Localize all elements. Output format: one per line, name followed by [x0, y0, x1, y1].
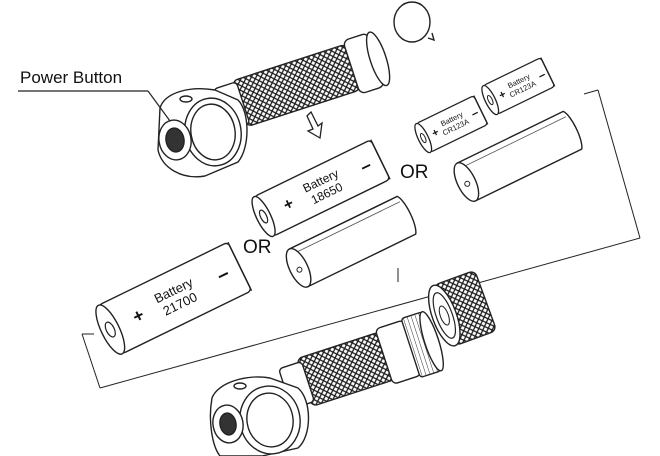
- battery-sleeve-18650: [285, 195, 417, 288]
- battery-18650: + – Battery 18650: [251, 139, 391, 238]
- rotate-arrow-icon: [393, 1, 436, 43]
- knurled-grip: [232, 44, 360, 126]
- flashlight-top: [157, 31, 391, 178]
- battery-cr123a-front-plus: +: [430, 126, 441, 140]
- or-label-1: OR: [243, 237, 272, 258]
- flashlight-head: [157, 88, 248, 178]
- power-button[interactable]: [164, 127, 186, 154]
- battery-cr123a-back-plus: +: [497, 88, 508, 102]
- battery-cr123a-front: + – Battery CR123A: [414, 95, 489, 154]
- battery-cr123a-back: + – Battery CR123A: [481, 57, 556, 116]
- power-button-label: Power Button: [20, 68, 122, 87]
- battery-options-bracket: [81, 89, 641, 389]
- or-label-2: OR: [400, 162, 429, 183]
- insert-arrow-icon: [306, 110, 323, 140]
- power-button-callout: Power Button: [18, 68, 171, 122]
- flashlight-bottom: [209, 311, 444, 456]
- battery-sleeve-cr123a: [453, 110, 583, 202]
- flashlight-head-bottom: [209, 376, 310, 456]
- tail-cap: [427, 271, 496, 347]
- battery-21700: + – Battery 21700: [95, 241, 253, 355]
